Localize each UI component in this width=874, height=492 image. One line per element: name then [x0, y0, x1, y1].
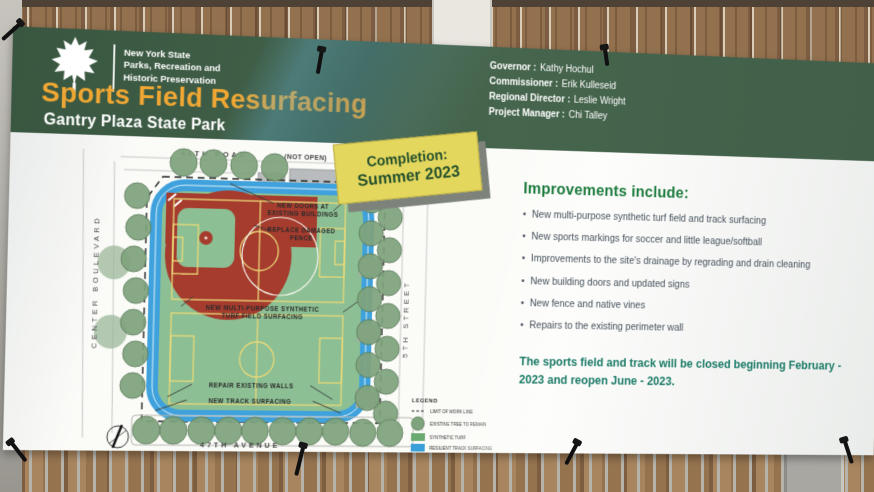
map-legend: LEGEND LIMIT OF WORK LINE EXISTING TREE …	[410, 398, 493, 452]
street-label-center-boulevard: CENTER BOULEVARD	[89, 215, 101, 349]
baseball-infield	[163, 188, 318, 322]
label-repair-walls: REPAIR EXISTING WALLS	[209, 382, 294, 390]
legend-turf-swatch	[410, 433, 426, 441]
official-regional-director: Regional Director :Leslie Wright	[488, 91, 626, 108]
banner-header: New York State Parks, Recreation and His…	[10, 26, 874, 162]
banner: New York State Parks, Recreation and His…	[2, 26, 874, 456]
legend-item-track: RESILIENT TRACK SURFACING	[429, 446, 492, 451]
improvement-item: New multi-purpose synthetic turf field a…	[523, 208, 873, 231]
compass-icon	[107, 425, 129, 448]
label-turf-2: TURF FIELD SURFACING	[222, 313, 304, 321]
official-commissioner: Commissioner :Erik Kulleseid	[489, 76, 617, 92]
improvement-item: New fence and native vines	[521, 296, 872, 316]
legend-item-work-line: LIMIT OF WORK LINE	[430, 409, 473, 414]
legend-item-turf: SYNTHETIC TURF	[430, 435, 467, 440]
street-label-not-open: (NOT OPEN)	[284, 154, 327, 162]
improvements-list: New multi-purpose synthetic turf field a…	[520, 208, 873, 338]
label-turf-1: NEW MULTI-PURPOSE SYNTHETIC	[206, 305, 319, 314]
label-new-track: NEW TRACK SURFACING	[208, 398, 291, 406]
label-replace-fence-2: FENCE	[290, 235, 313, 242]
label-new-doors-1: NEW DOORS AT	[277, 203, 329, 211]
park-name: Gantry Plaza State Park	[43, 111, 226, 135]
maple-leaf-icon	[51, 37, 99, 94]
street-label-5th-street: 5TH STREET	[401, 280, 411, 358]
officials-list: Governor :Kathy Hochul Commissioner :Eri…	[488, 61, 626, 127]
improvement-item: New building doors and updated signs	[521, 274, 872, 295]
closure-notice: The sports field and track will be close…	[518, 354, 842, 388]
improvements-heading: Improvements include:	[523, 179, 690, 203]
legend-item-tree: EXISTING TREE TO REMAIN	[430, 422, 487, 427]
legend-title: LEGEND	[412, 398, 438, 404]
improvement-item: New sports markings for soccer and littl…	[522, 230, 872, 252]
official-project-manager: Project Manager :Chi Talley	[488, 107, 608, 122]
label-new-doors-2: EXISTING BUILDINGS	[267, 210, 338, 219]
improvement-item: Improvements to the site's drainage by r…	[522, 252, 873, 274]
site-plan-map: 46TH ROAD (NOT OPEN)	[58, 134, 493, 453]
large-trees	[93, 245, 132, 349]
label-replace-fence-1: REPLACE DAMAGED	[267, 227, 335, 236]
improvement-item: Repairs to the existing perimeter wall	[520, 318, 871, 338]
street-label-47th-avenue: 47TH AVENUE	[200, 440, 280, 449]
legend-tree-swatch	[411, 417, 424, 431]
improvements-section: Improvements include: New multi-purpose …	[519, 180, 874, 393]
legend-track-swatch	[410, 443, 425, 452]
existing-trees	[117, 147, 410, 447]
